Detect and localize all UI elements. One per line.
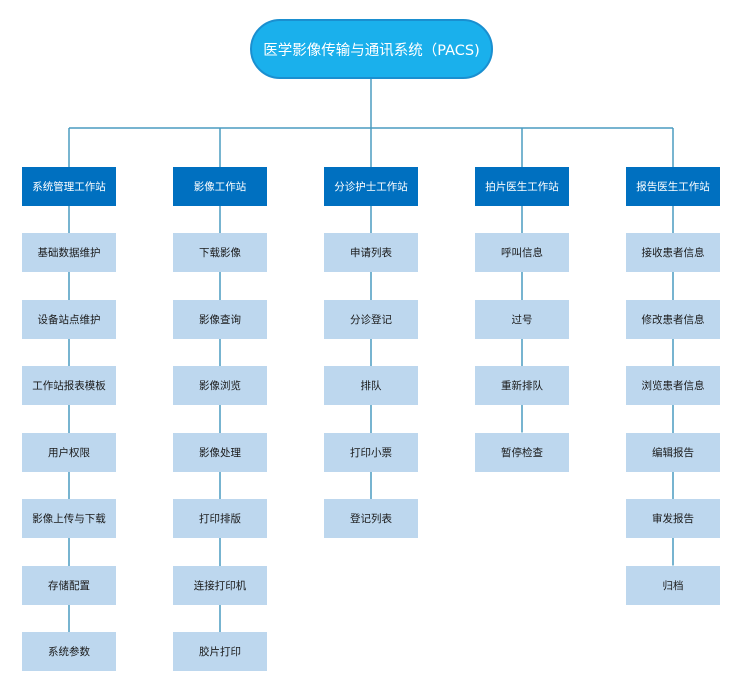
item-node: 影像上传与下载 [22, 499, 116, 538]
item-node: 修改患者信息 [626, 299, 720, 339]
item-node: 过号 [475, 299, 569, 339]
column-header: 分诊护士工作站 [324, 167, 418, 206]
item-node: 影像处理 [173, 432, 267, 472]
item-node: 登记列表 [324, 499, 418, 538]
item-node: 归档 [626, 565, 720, 605]
item-node: 接收患者信息 [626, 233, 720, 272]
column-header: 拍片医生工作站 [475, 167, 569, 206]
item-node: 影像查询 [173, 299, 267, 339]
item-node: 下载影像 [173, 233, 267, 272]
root-node: 医学影像传输与通讯系统（PACS) [250, 19, 493, 79]
item-node: 用户权限 [22, 432, 116, 472]
root-label: 医学影像传输与通讯系统（PACS) [263, 42, 480, 59]
item-node: 排队 [324, 366, 418, 405]
item-node: 呼叫信息 [475, 233, 569, 272]
item-node: 审发报告 [626, 499, 720, 538]
column-header: 影像工作站 [173, 167, 267, 206]
item-node: 影像浏览 [173, 366, 267, 405]
item-node: 存储配置 [22, 565, 116, 605]
item-node: 设备站点维护 [22, 299, 116, 339]
item-node: 基础数据维护 [22, 233, 116, 272]
column-header: 系统管理工作站 [22, 167, 116, 206]
item-node: 打印小票 [324, 432, 418, 472]
item-node: 申请列表 [324, 233, 418, 272]
item-node: 连接打印机 [173, 565, 267, 605]
item-node: 工作站报表模板 [22, 366, 116, 405]
item-node: 编辑报告 [626, 432, 720, 472]
item-node: 浏览患者信息 [626, 366, 720, 405]
item-node: 打印排版 [173, 499, 267, 538]
item-node: 重新排队 [475, 366, 569, 405]
column-header: 报告医生工作站 [626, 167, 720, 206]
item-node: 胶片打印 [173, 632, 267, 671]
item-node: 暂停检查 [475, 432, 569, 472]
item-node: 分诊登记 [324, 299, 418, 339]
item-node: 系统参数 [22, 632, 116, 671]
